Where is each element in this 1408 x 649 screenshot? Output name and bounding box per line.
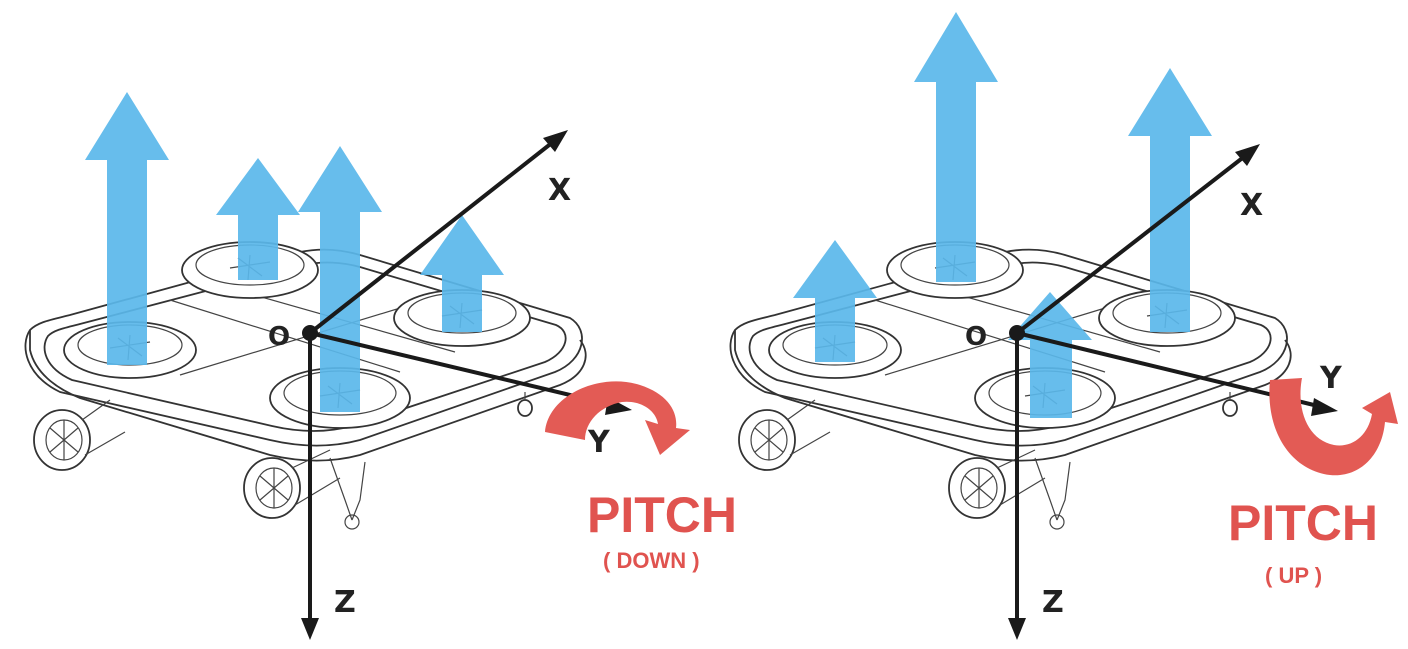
thrust-arrow-rear-right-right — [914, 12, 998, 282]
pitch-direction-left: ( DOWN ) — [603, 548, 700, 573]
pitch-label-right: PITCH — [1228, 495, 1378, 551]
thrust-arrow-front-right-right — [1128, 68, 1212, 332]
pitch-label-left: PITCH — [587, 487, 737, 543]
pitch-down-arrow-icon — [545, 381, 690, 455]
thrust-arrow-rear-left-right — [793, 240, 877, 362]
thrust-arrow-front-right — [420, 215, 504, 332]
axes-right — [1008, 144, 1338, 640]
y-axis-label-right: Y — [1319, 361, 1343, 396]
origin-label-left: O — [268, 322, 290, 352]
z-axis-label-right: Z — [1042, 585, 1064, 620]
thrust-arrow-front-left — [298, 146, 382, 412]
pitch-direction-right: ( UP ) — [1265, 563, 1322, 588]
z-axis-label-left: Z — [334, 585, 356, 620]
panel-left: O X Y Z PITCH ( DOWN ) — [24, 92, 737, 640]
x-axis-label-left: X — [548, 173, 571, 208]
pitch-up-arrow-icon — [1269, 378, 1398, 476]
panel-right: O X Y Z PITCH ( UP ) — [729, 12, 1398, 640]
thrust-arrow-rear-left — [85, 92, 169, 365]
x-axis-label-right: X — [1240, 188, 1263, 223]
origin-label-right: O — [965, 322, 987, 352]
thrust-arrow-rear-right — [216, 158, 300, 280]
y-axis-label-left: Y — [587, 425, 611, 460]
